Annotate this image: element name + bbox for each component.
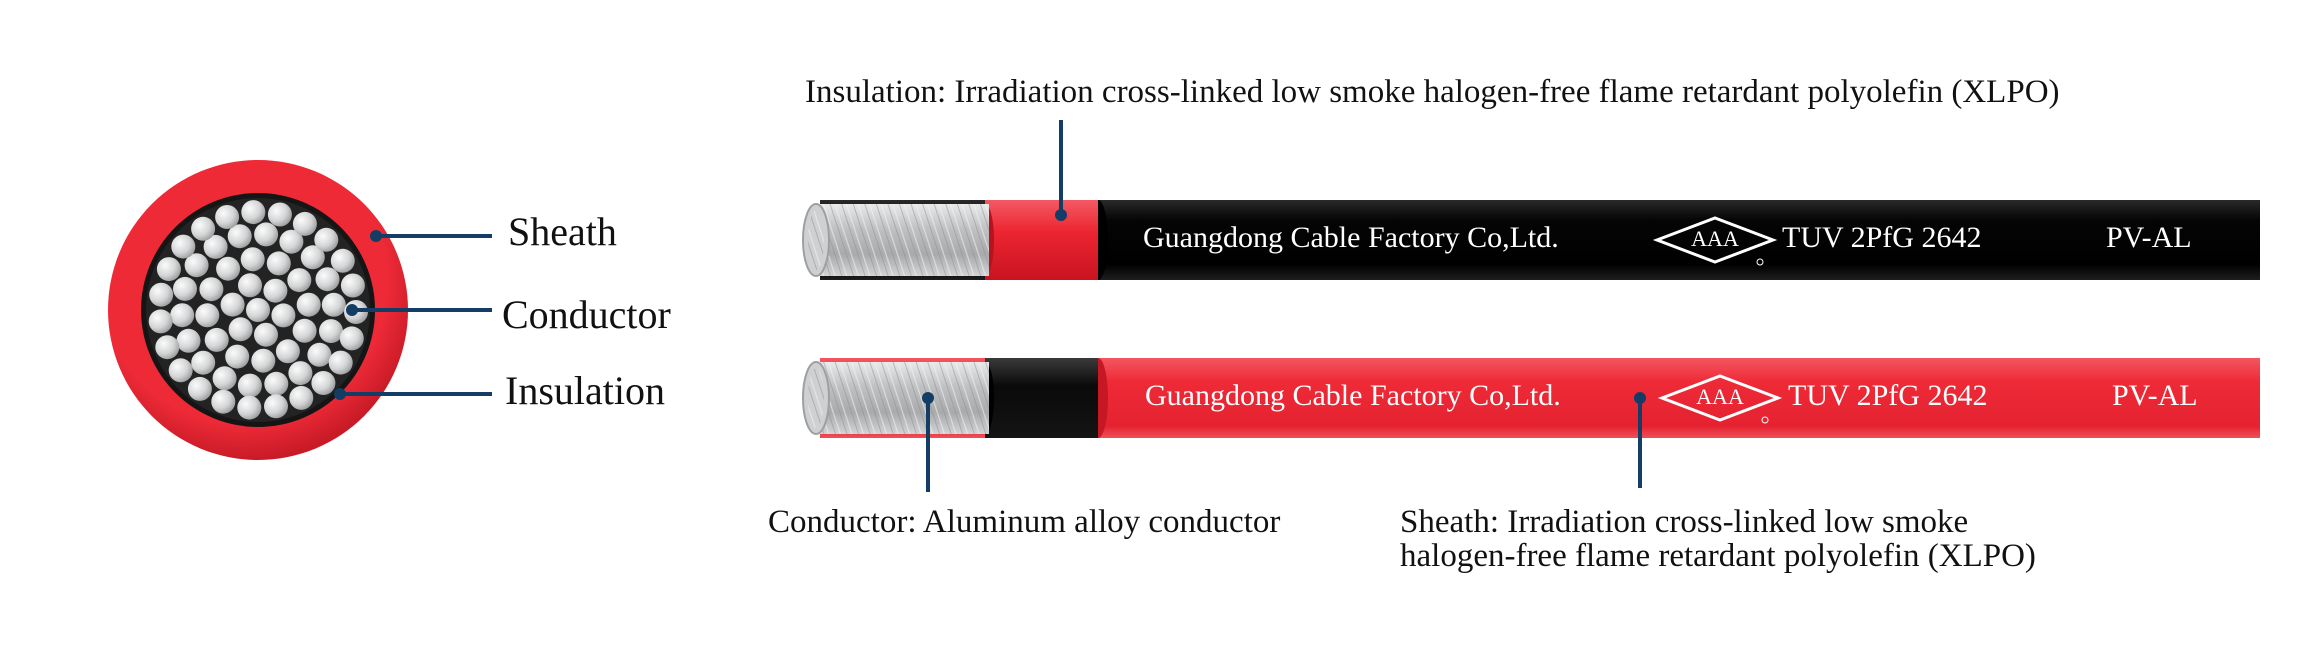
red-insulation-segment — [985, 200, 1098, 280]
conductor-strand-55 — [330, 248, 355, 273]
conductor-strand-8 — [275, 339, 300, 364]
conductor-strand-59 — [328, 350, 353, 375]
conductor-strand-27 — [173, 276, 197, 301]
conductor-strand-36 — [319, 319, 343, 344]
conductor-strand-42 — [187, 376, 212, 401]
conductor-strand-43 — [168, 358, 193, 383]
sheath-label: Sheath — [508, 209, 617, 254]
red-cable-type-print: PV-AL — [2112, 379, 2198, 412]
black-sheathed-cable: Guangdong Cable Factory Co,Ltd. AAA TUV … — [802, 120, 2260, 280]
conductor-strand-5 — [238, 273, 262, 298]
red-cable-cert-print: TUV 2PfG 2642 — [1788, 379, 1987, 412]
red-cable-aaa-logo: AAA — [1657, 374, 1783, 424]
conductor-strand-15 — [240, 247, 265, 272]
black-insulation-segment — [985, 358, 1098, 438]
conductor-strand-1 — [271, 303, 296, 328]
conductor-strand-4 — [220, 292, 245, 317]
conductor-strand-20 — [288, 361, 313, 386]
insulation-label: Insulation — [505, 368, 665, 413]
conductor-strand-3 — [228, 317, 253, 342]
red-cable-company-print: Guangdong Cable Factory Co,Ltd. — [1145, 379, 1561, 412]
conductor-strand-13 — [199, 277, 224, 302]
conductor-strand-44 — [155, 335, 180, 360]
conductor-strand-2 — [254, 322, 278, 347]
conductor-strand-19 — [307, 342, 332, 367]
conductor-strand-26 — [170, 303, 195, 328]
conductor-strand-12 — [195, 303, 220, 328]
conductor-strand-56 — [340, 273, 365, 298]
conductor-strand-47 — [156, 257, 181, 282]
conductor-strand-50 — [215, 205, 240, 229]
sheath-callout-text-line2: halogen-free flame retardant polyolefin … — [1400, 538, 2036, 574]
conductor-strand-6 — [263, 278, 288, 303]
black-cable-company-print: Guangdong Cable Factory Co,Ltd. — [1143, 221, 1559, 254]
sheath-callout-text-line1: Sheath: Irradiation cross-linked low smo… — [1400, 504, 1969, 540]
conductor-strand-48 — [171, 234, 196, 259]
conductor-strand-30 — [227, 224, 252, 249]
conductor-callout-text: Conductor: Aluminum alloy conductor — [768, 504, 1281, 540]
conductor-strand-18 — [296, 292, 321, 317]
conductor-strand-22 — [237, 373, 262, 398]
conductor-strand-40 — [237, 395, 262, 420]
conductor-strand-24 — [191, 350, 216, 375]
black-cable-logo-text: AAA — [1691, 226, 1739, 251]
black-cable-aaa-logo: AAA — [1652, 216, 1778, 266]
cross-section-illustration — [108, 160, 408, 460]
conductor-strand-33 — [300, 245, 325, 270]
conductor-strand-49 — [191, 216, 216, 241]
conductor-strand-14 — [216, 256, 241, 281]
conductor-strand-9 — [251, 348, 276, 373]
conductor-leader-dot — [346, 304, 358, 316]
conductor-strand-21 — [264, 371, 289, 396]
conductor-strand-52 — [267, 202, 292, 227]
conductor-strand-53 — [292, 211, 317, 236]
black-cable-cert-print: TUV 2PfG 2642 — [1782, 221, 1981, 254]
conductor-strands — [148, 200, 368, 420]
conductor-strand-58 — [339, 326, 364, 351]
conductor-strand-46 — [149, 282, 174, 307]
conductor-strand-25 — [176, 328, 201, 353]
conductor-strand-39 — [264, 394, 288, 419]
sheath-leader-dot — [370, 230, 382, 242]
conductor-strand-35 — [321, 292, 346, 317]
conductor-strand-10 — [225, 344, 250, 369]
black-cable-type-print: PV-AL — [2106, 221, 2192, 254]
conductor-strand-37 — [311, 371, 336, 395]
conductor-strand-41 — [211, 389, 236, 414]
conductor-strand-45 — [148, 309, 173, 334]
conductor-strand-23 — [212, 366, 237, 391]
conductor-strand-17 — [287, 268, 312, 293]
red-cable-logo-text: AAA — [1696, 384, 1744, 409]
insulation-callout-text: Insulation: Irradiation cross-linked low… — [805, 74, 2060, 110]
conductor-strand-7 — [292, 318, 317, 343]
conductor-strand-32 — [279, 229, 304, 254]
conductor-strand-11 — [204, 327, 229, 352]
conductor-label: Conductor — [502, 292, 671, 337]
conductor-strand-31 — [254, 222, 279, 247]
red-sheathed-cable: Guangdong Cable Factory Co,Ltd. AAA TUV … — [802, 358, 2260, 492]
conductor-strand-54 — [314, 227, 339, 252]
conductor-strand-16 — [266, 251, 291, 276]
conductor-strand-0 — [246, 298, 270, 322]
conductor-strand-51 — [241, 200, 266, 225]
conductor-strand-28 — [184, 253, 209, 278]
conductor-strand-29 — [203, 234, 228, 259]
cross-section-leaders — [334, 230, 492, 400]
conductor-strand-34 — [315, 267, 340, 292]
conductor-strand-38 — [289, 385, 314, 410]
insulation-leader-dot — [334, 388, 346, 400]
